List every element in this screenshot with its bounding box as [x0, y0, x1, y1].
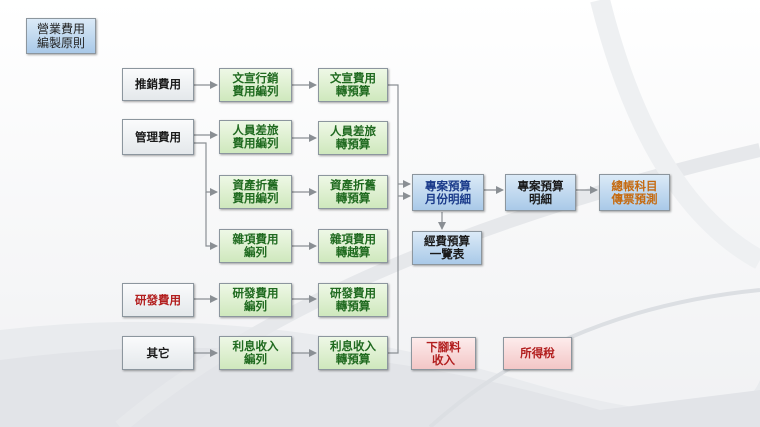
misc-budget-transfer-box: 雜項費用 轉越算 [318, 229, 388, 263]
ad-budget-transfer-box: 文宣費用 轉預算 [318, 68, 388, 102]
rnd-compile-box: 研發費用 編列 [219, 283, 292, 317]
travel-budget-transfer-box: 人員差旅 轉預算 [318, 121, 388, 155]
asset-budget-transfer-box: 資產折舊 轉預算 [318, 175, 388, 209]
ledger-voucher-forecast-box: 總帳科目 傳票預測 [599, 174, 670, 211]
interest-income-compile-box: 利息收入 編列 [219, 336, 292, 370]
sales-expense-box: 推銷費用 [122, 68, 194, 101]
rnd-budget-transfer-box: 研發費用 轉預算 [318, 283, 388, 317]
budget-overview-box: 經費預算 一覽表 [412, 231, 482, 265]
asset-depreciation-compile-box: 資產折舊 費用編列 [219, 175, 292, 209]
interest-budget-transfer-box: 利息收入 轉預算 [318, 336, 388, 370]
income-tax-box: 所得稅 [503, 337, 572, 370]
ad-marketing-compile-box: 文宣行銷 費用編列 [219, 68, 292, 102]
page-title: 營業費用 編製原則 [26, 18, 96, 54]
misc-expense-compile-box: 雜項費用 編列 [219, 229, 292, 263]
admin-expense-box: 管理費用 [122, 119, 194, 155]
project-budget-detail-box: 專案預算 明細 [505, 174, 576, 211]
project-monthly-detail-box: 專案預算 月份明細 [412, 174, 484, 211]
travel-compile-box: 人員差旅 費用編列 [219, 120, 292, 154]
rnd-expense-box: 研發費用 [122, 283, 194, 317]
other-box: 其它 [122, 336, 194, 370]
scrap-income-box: 下腳料 收入 [411, 337, 476, 370]
